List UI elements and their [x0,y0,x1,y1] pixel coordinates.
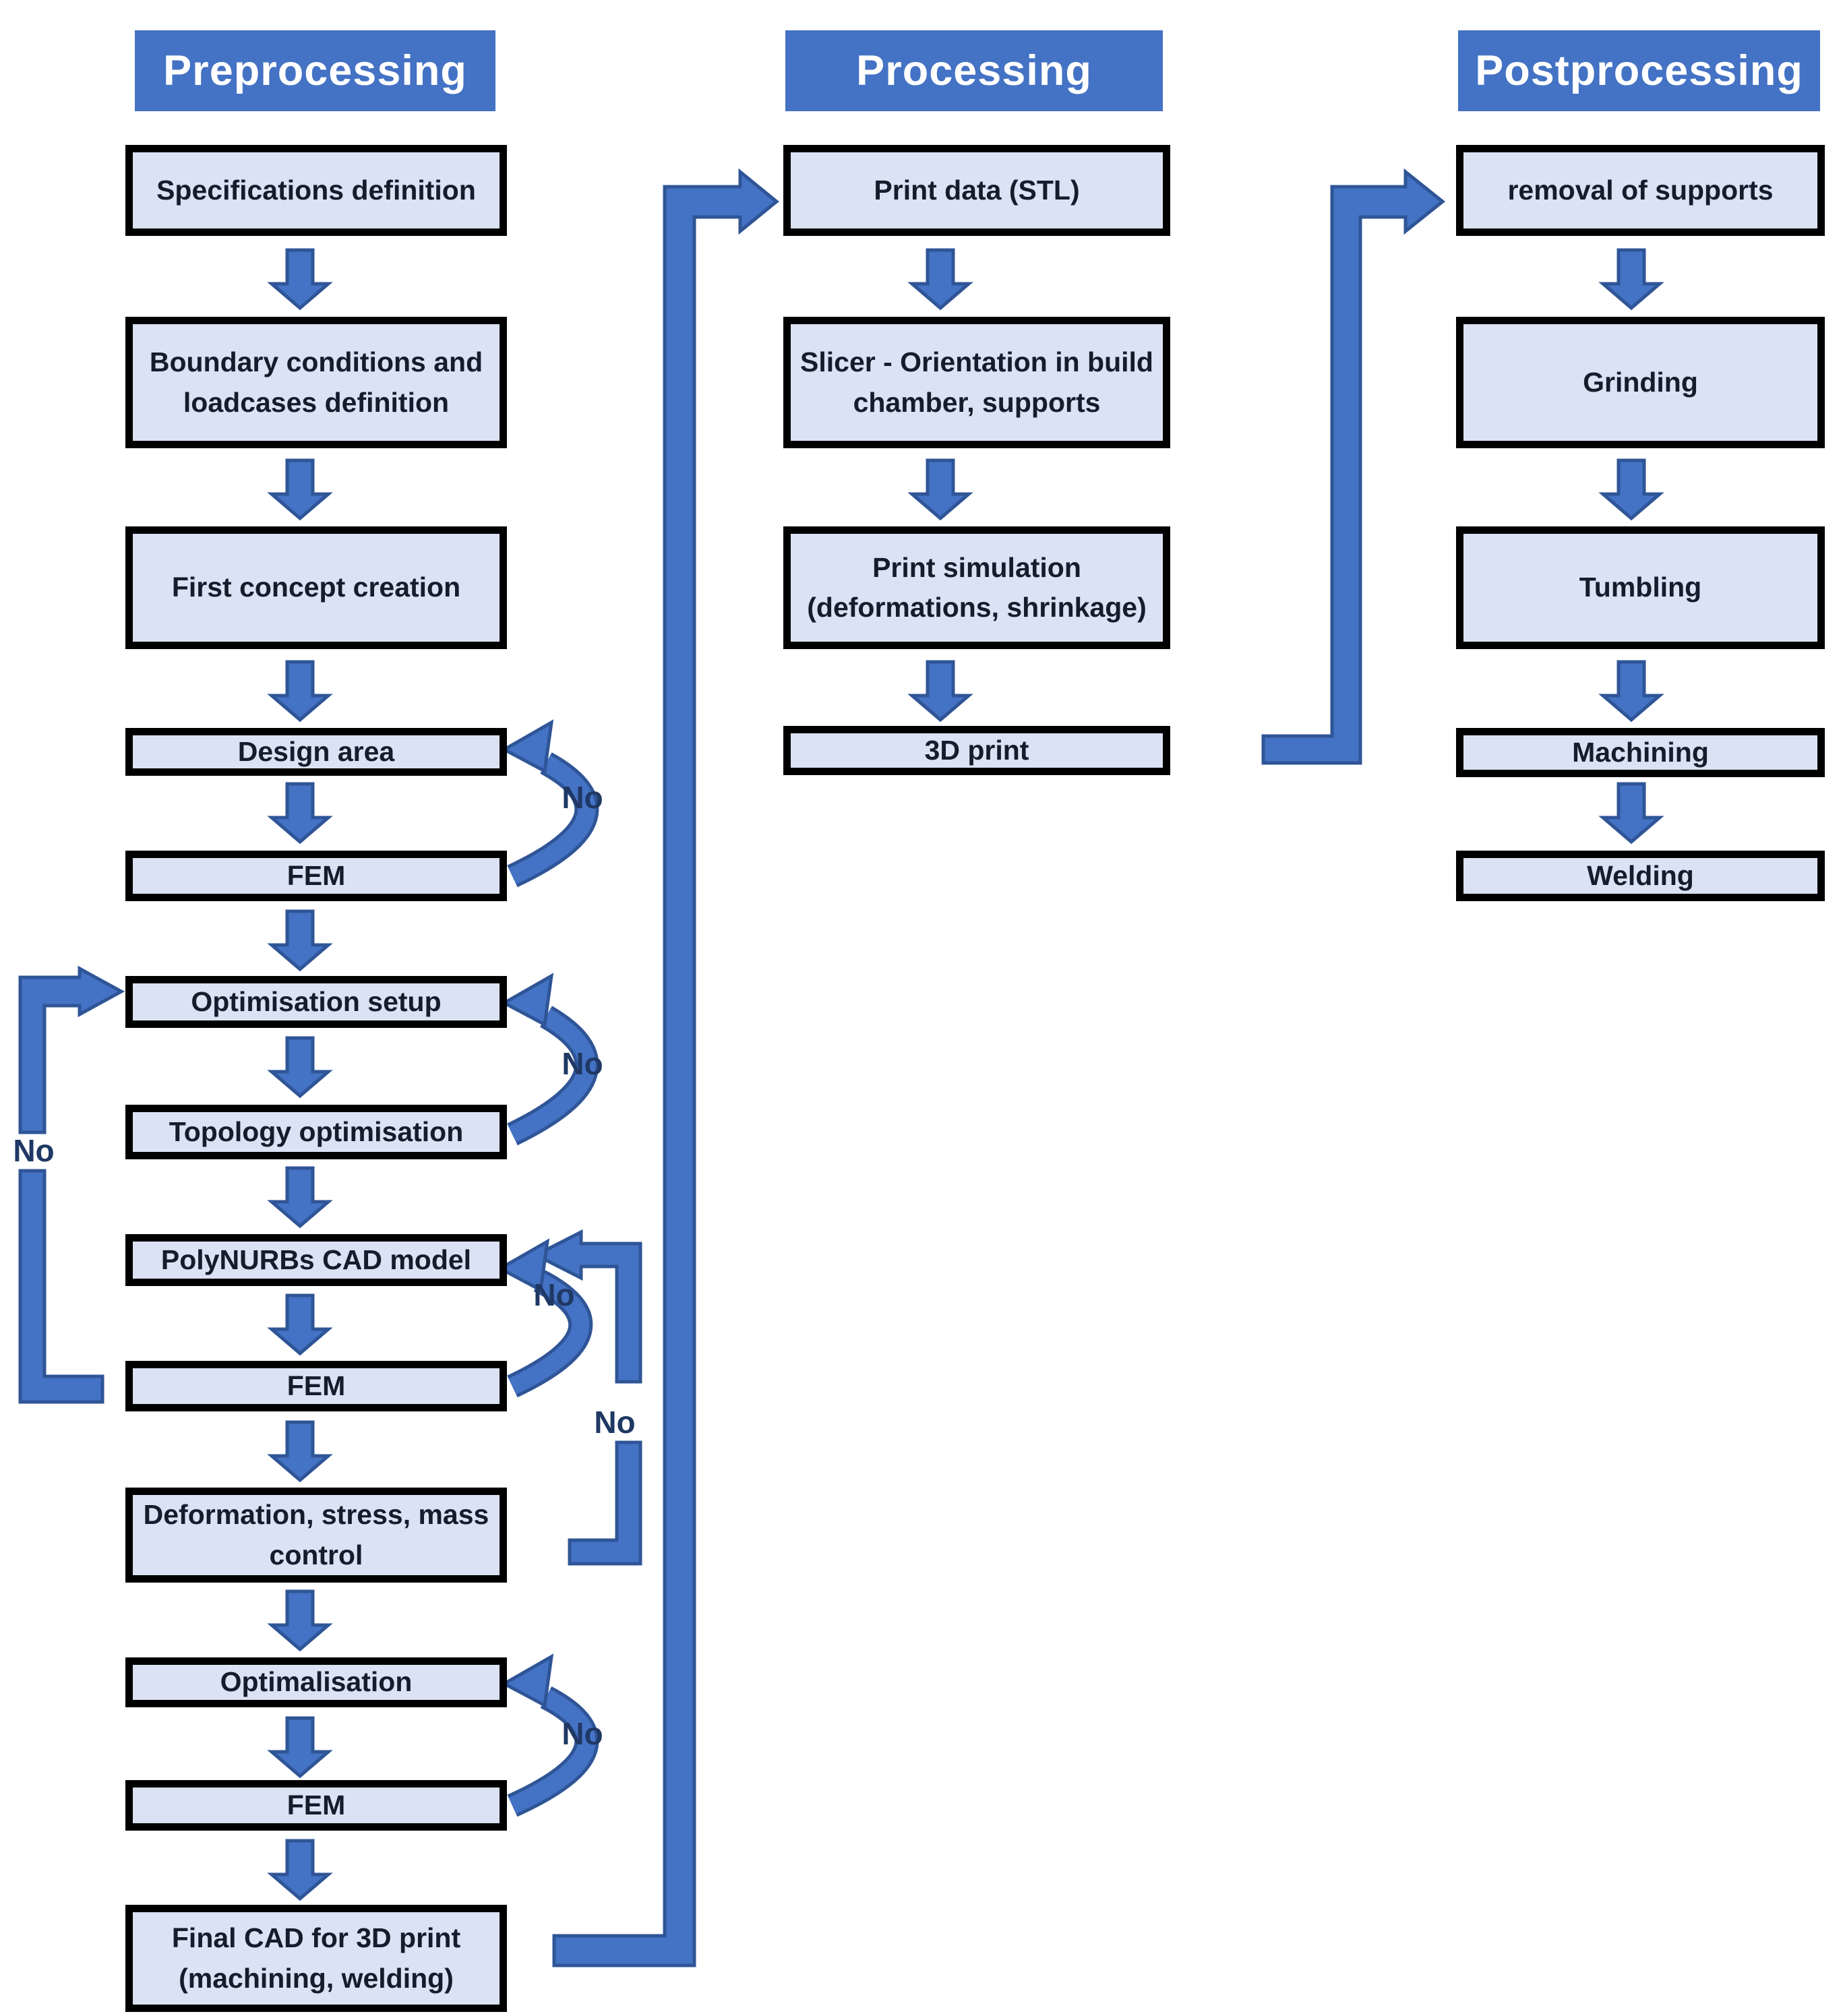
down-arrow-icon [272,911,328,969]
down-arrow-icon [272,1422,328,1480]
no-label-left-elbow: No [13,1133,55,1168]
flow-box-fem-2: FEM [125,1361,507,1411]
flow-box-grinding: Grinding [1456,317,1825,448]
flow-box-removal-of-supports: removal of supports [1456,145,1825,236]
no-loop-fem-to-optimalisation [500,1653,599,1817]
flow-box-tumbling: Tumbling [1456,526,1825,649]
down-arrow-icon [272,1718,328,1776]
header-processing: Processing [785,30,1163,111]
down-arrow-icon [1603,784,1660,842]
down-arrow-icon [1603,460,1660,518]
connector-no-deformation-to-polynurbs-top [532,1229,642,1384]
flow-box-print-data-stl: Print data (STL) [783,145,1170,236]
no-label-deformation-bracket: No [594,1405,636,1440]
down-arrow-icon [272,784,328,842]
flow-box-print-simulation: Print simulation (deformations, shrinkag… [783,526,1170,649]
flow-box-fem-1: FEM [125,851,507,901]
flow-box-boundary-conditions: Boundary conditions and loadcases defini… [125,317,507,448]
down-arrow-icon [272,1038,328,1096]
header-postprocessing: Postprocessing [1458,30,1820,111]
no-label-design-area-loop: No [562,780,603,815]
connector-final-cad-to-print-data [552,168,779,1967]
down-arrow-icon [272,662,328,720]
flow-box-optimisation-setup: Optimisation setup [125,976,507,1028]
down-arrow-icon [272,250,328,308]
down-arrow-icon [272,1841,328,1899]
flow-box-specifications-definition: Specifications definition [125,145,507,236]
connector-no-fem-to-optimisation-setup-top [18,965,125,1134]
connector-no-deformation-to-polynurbs-bottom [568,1440,642,1566]
down-arrow-icon [912,250,969,308]
flow-box-polynurbs-cad-model: PolyNURBs CAD model [125,1234,507,1286]
no-loop-fem-to-polynurbs [496,1238,593,1398]
flow-box-optimalisation: Optimalisation [125,1657,507,1707]
no-label-optimalisation-loop: No [562,1716,603,1751]
no-label-optimisation-setup-loop: No [562,1046,603,1081]
down-arrow-icon [272,1168,328,1226]
down-arrow-icon [272,460,328,518]
down-arrow-icon [912,662,969,720]
flow-box-slicer-orientation: Slicer - Orientation in build chamber, s… [783,317,1170,448]
down-arrow-icon [1603,662,1660,720]
no-loop-topology-to-optimisation-setup [500,973,599,1146]
no-loop-fem-to-design-area [500,719,599,888]
flow-box-machining: Machining [1456,728,1825,777]
flow-box-deformation-stress-mass-control: Deformation, stress, mass control [125,1488,507,1583]
down-arrow-icon [272,1295,328,1353]
down-arrow-icon [1603,250,1660,308]
flow-box-welding: Welding [1456,851,1825,901]
connector-3d-print-to-removal-of-supports [1261,168,1446,765]
flow-box-final-cad: Final CAD for 3D print (machining, weldi… [125,1905,507,2012]
flow-box-fem-3: FEM [125,1780,507,1831]
connector-no-fem-to-optimisation-setup-bottom [18,1169,104,1404]
header-preprocessing: Preprocessing [135,30,495,111]
flow-box-first-concept-creation: First concept creation [125,526,507,649]
flow-box-3d-print: 3D print [783,726,1170,775]
down-arrow-icon [272,1591,328,1649]
down-arrow-icon [912,460,969,518]
flow-box-design-area: Design area [125,728,507,776]
no-label-polynurbs-loop: No [533,1277,575,1312]
flow-box-topology-optimisation: Topology optimisation [125,1105,507,1159]
